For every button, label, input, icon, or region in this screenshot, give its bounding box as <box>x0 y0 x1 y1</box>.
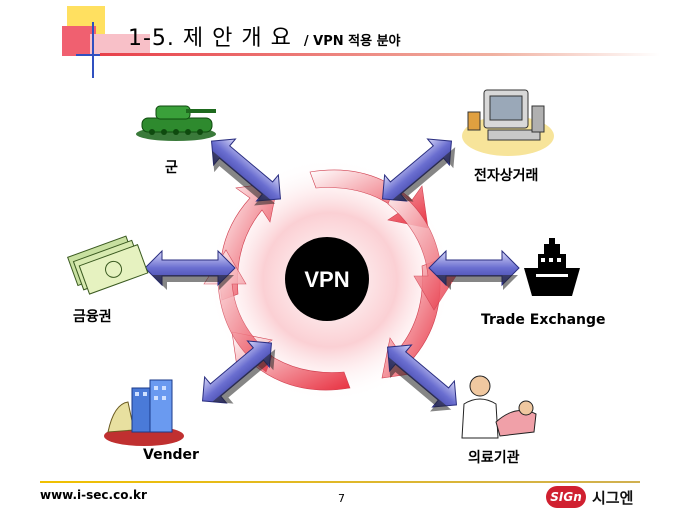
label-ecommerce: 전자상거래 <box>474 168 539 184</box>
label-finance: 금융권 <box>73 309 112 325</box>
footer-rule <box>40 481 640 483</box>
company-logo-badge: SIGn <box>546 486 586 508</box>
label-trade: Trade Exchange <box>481 312 606 328</box>
deco-pink-square <box>90 34 150 56</box>
computer-icon <box>462 89 554 156</box>
page-title-main: 1-5. 제 안 개 요 <box>128 26 292 51</box>
building-icon <box>104 379 184 446</box>
vpn-hub-label: VPN <box>304 267 349 292</box>
page-subtitle: / VPN 적용 분야 <box>303 34 401 49</box>
page-number: 7 <box>338 492 345 505</box>
company-name: 시그엔 <box>592 489 634 507</box>
deco-blue-line <box>92 22 94 78</box>
label-vender: Vender <box>143 447 199 463</box>
vpn-hub <box>285 237 369 321</box>
arrow-finance <box>144 250 236 291</box>
header-decoration <box>62 6 172 78</box>
title-rule <box>100 53 660 56</box>
label-medical: 의료기관 <box>468 450 520 466</box>
footer-url: www.i-sec.co.kr <box>40 488 147 502</box>
money-icon <box>67 235 149 295</box>
page-title: 1-5. 제 안 개 요 / VPN 적용 분야 <box>128 20 401 52</box>
ship-icon <box>524 238 580 296</box>
tank-icon <box>136 105 216 141</box>
label-military: 군 <box>165 160 178 176</box>
doctor-icon <box>461 375 537 439</box>
